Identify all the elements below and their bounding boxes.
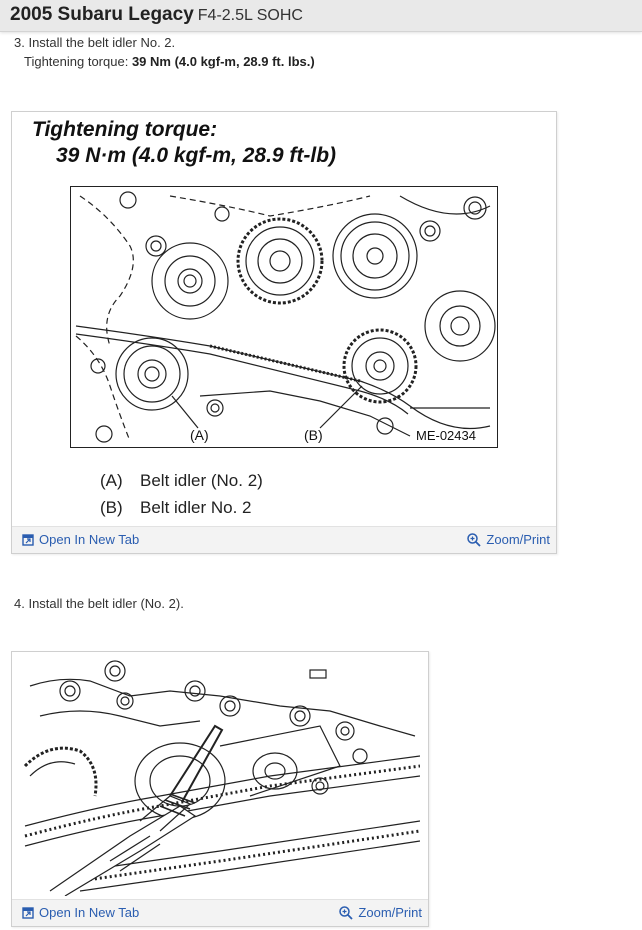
open-in-new-tab-link-2[interactable]: Open In New Tab [22, 905, 139, 920]
legend-key-b: (B) [100, 498, 123, 517]
zoom-print-label-2: Zoom/Print [358, 905, 422, 920]
figure2-footer: Open In New Tab Zoom/Print [12, 899, 428, 926]
zoom-print-link[interactable]: Zoom/Print [467, 532, 550, 547]
zoom-icon [467, 532, 482, 547]
torque-value: 39 Nm (4.0 kgf-m, 28.9 ft. lbs.) [131, 54, 315, 69]
step4-instruction: 4. Install the belt idler (No. 2). [14, 596, 184, 611]
callout-a: (A) [190, 427, 209, 443]
zoom-print-label: Zoom/Print [486, 532, 550, 547]
new-tab-icon [22, 533, 34, 546]
step3-torque: Tightening torque: 39 Nm (4.0 kgf-m, 28.… [24, 54, 315, 69]
legend-key-a: (A) [100, 471, 123, 490]
legend-text-b: Belt idler No. 2 [140, 498, 252, 517]
figure-belt-idler-diagram: Tightening torque: 39 N·m (4.0 kgf-m, 28… [11, 111, 557, 554]
new-tab-icon [22, 906, 34, 919]
figure-title-line1: Tightening torque: [32, 118, 218, 141]
figure1-footer: Open In New Tab Zoom/Print [12, 526, 556, 553]
vehicle-title: 2005 Subaru Legacy [10, 4, 194, 25]
figure-code: ME-02434 [416, 428, 476, 443]
open-in-new-tab-label-2: Open In New Tab [39, 905, 140, 920]
open-in-new-tab-link[interactable]: Open In New Tab [22, 532, 139, 547]
open-in-new-tab-label: Open In New Tab [39, 532, 140, 547]
legend-row-a: (A) Belt idler (No. 2) [100, 471, 263, 491]
zoom-icon [339, 905, 354, 920]
timing-belt-diagram: (A) (B) ME-02434 [70, 186, 498, 448]
step3-instruction: 3. Install the belt idler No. 2. [14, 35, 176, 50]
engine-subtitle: F4-2.5L SOHC [197, 7, 303, 24]
legend-text-a: Belt idler (No. 2) [140, 471, 263, 490]
zoom-print-link-2[interactable]: Zoom/Print [339, 905, 422, 920]
callout-b: (B) [304, 427, 323, 443]
idler-install-drawing [23, 660, 420, 896]
legend-row-b: (B) Belt idler No. 2 [100, 498, 252, 518]
figure-title-line2: 39 N·m (4.0 kgf-m, 28.9 ft-lb) [56, 144, 337, 167]
figure-idler-install-illustration: Open In New Tab Zoom/Print [11, 651, 429, 927]
torque-label: Tightening torque: [24, 54, 132, 69]
